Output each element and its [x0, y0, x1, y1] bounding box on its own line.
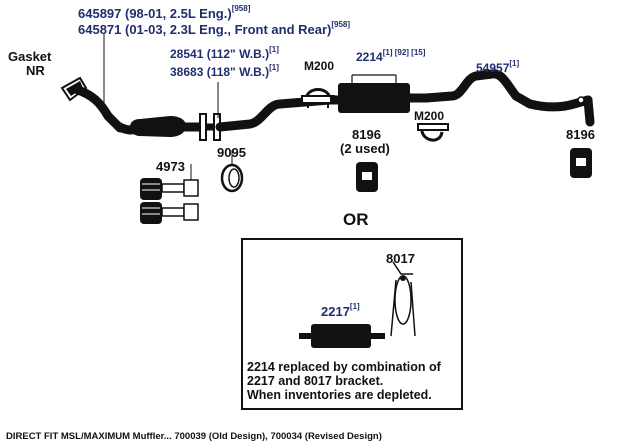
label-38683: 38683 (118" W.B.)[1]: [170, 63, 279, 79]
tailpipe-54957: [421, 69, 595, 127]
label-28541: 28541 (112" W.B.)[1]: [170, 45, 279, 61]
label-8017: 8017: [386, 251, 415, 266]
label-645897: 645897 (98-01, 2.5L Eng.)[958]: [78, 4, 251, 21]
label-9095: 9095: [217, 145, 246, 160]
label-4973: 4973: [156, 159, 185, 174]
inset-note: 2214 replaced by combination of 2217 and…: [247, 360, 441, 402]
label-2217: 2217[1]: [321, 302, 360, 319]
hanger-8196-center: [356, 162, 378, 192]
inset-art: [299, 261, 416, 348]
front-pipe-converter: [73, 85, 205, 137]
page-caption: DIRECT FIT MSL/MAXIMUM Muffler... 700039…: [6, 431, 382, 442]
label-8196-right: 8196: [566, 127, 595, 142]
label-8196-center: 8196: [352, 127, 381, 142]
ring-9095: [220, 163, 244, 193]
label-m200-top: M200: [304, 59, 335, 73]
muffler-2217: [299, 324, 385, 348]
bracket-8017: [390, 261, 416, 337]
label-54957: 54957[1]: [476, 59, 520, 75]
clamp-m200-bottom: [417, 123, 449, 142]
label-gasket: Gasket: [8, 49, 52, 64]
label-645871: 645871 (01-03, 2.3L Eng., Front and Rear…: [78, 20, 351, 37]
label-gasket-nr: NR: [26, 63, 45, 78]
label-8196-used: (2 used): [340, 141, 390, 156]
label-2214: 2214[1] [92] [15]: [356, 48, 426, 64]
leader-lines: [103, 34, 233, 164]
label-m200-bottom: M200: [414, 109, 445, 123]
hanger-8196-right: [570, 148, 592, 178]
bolts-4973: [140, 164, 199, 224]
intermediate-pipe: [215, 95, 335, 132]
replacement-inset: 8017 2217[1] 2214 replaced by combinatio…: [241, 238, 463, 410]
or-divider: OR: [343, 210, 369, 229]
muffler-2214: [330, 74, 426, 113]
